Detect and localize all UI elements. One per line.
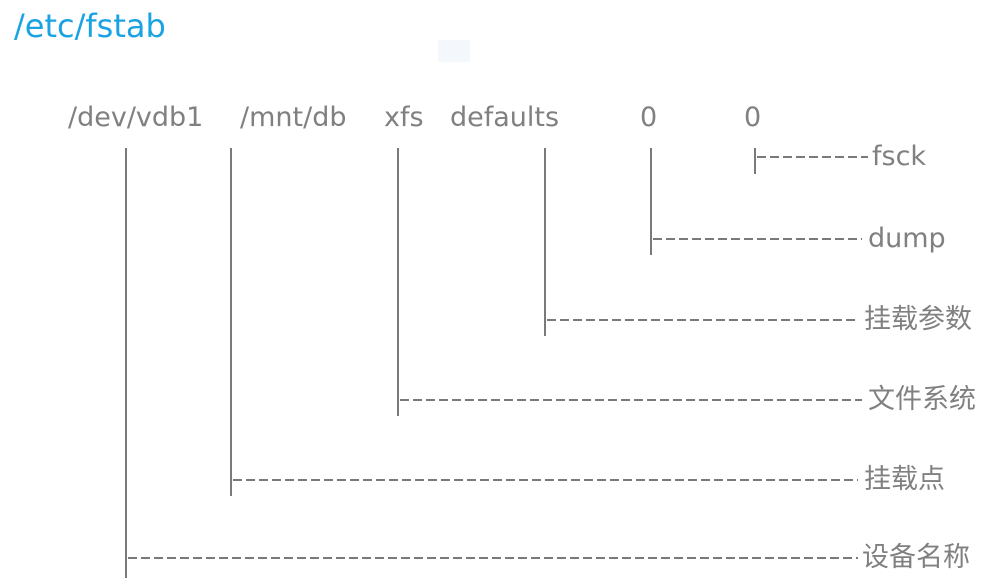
field-device: /dev/vdb1 xyxy=(68,102,204,133)
field-dump: 0 xyxy=(640,102,658,133)
label-mount-point: 挂载点 xyxy=(864,464,945,495)
field-fs-type: xfs xyxy=(384,102,424,133)
label-mount-options: 挂载参数 xyxy=(864,304,972,335)
background-smudge xyxy=(438,40,470,62)
field-options: defaults xyxy=(450,102,560,133)
field-fsck: 0 xyxy=(744,102,762,133)
label-filesystem: 文件系统 xyxy=(868,384,976,415)
label-dump: dump xyxy=(868,223,946,254)
label-fsck: fsck xyxy=(872,141,927,172)
page-title: /etc/fstab xyxy=(14,7,166,45)
label-device-name: 设备名称 xyxy=(862,542,970,573)
field-mount-point: /mnt/db xyxy=(240,102,347,133)
